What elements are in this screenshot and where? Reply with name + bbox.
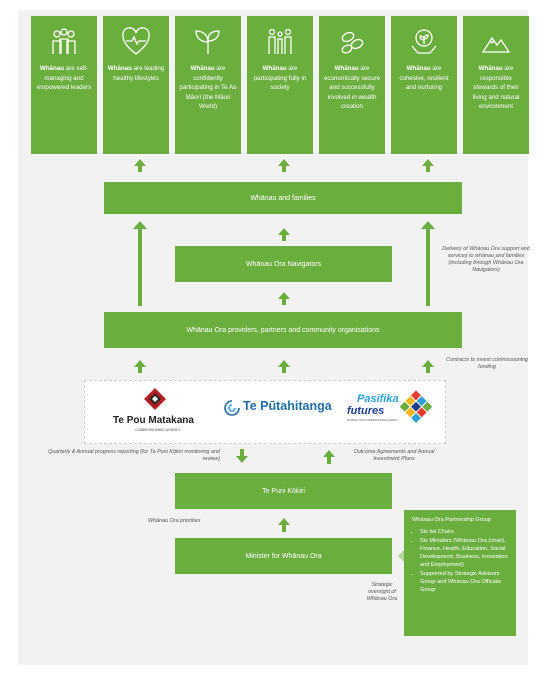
partnership-group-list: Six Iwi Chairs Six Ministers (Whānau Ora… <box>412 528 508 594</box>
te-putahitanga-name: Te Pūtahitanga <box>243 399 332 413</box>
arrow-long-right <box>421 221 435 306</box>
outcome-box-5: Whānau are economically secure and succe… <box>319 16 385 154</box>
te-pou-matakana-logo-icon <box>144 388 166 410</box>
outcome-box-3: Whānau are confidently participating in … <box>175 16 241 154</box>
arrow-up-agreements <box>323 450 335 464</box>
te-pou-matakana-tagline: COMMISSIONING AGENCY <box>135 428 181 432</box>
people-icon <box>52 28 76 54</box>
families-box: Whānau and families <box>104 182 462 214</box>
note-oversight: Strategic oversight of Whānau Ora <box>366 582 398 602</box>
pasifika-futures-pattern-icon <box>399 390 433 423</box>
mountains-icon <box>481 36 511 53</box>
outcome-box-2: Whānau are leading healthy lifestyles <box>103 16 169 154</box>
te-pou-matakana-name: Te Pou Matakana <box>113 415 194 426</box>
note-priorities: Whānau Ora priorities <box>148 518 201 524</box>
arrow-long-left <box>133 221 147 306</box>
partnership-group-box: Whānau Ora Partnership Group Six Iwi Cha… <box>404 510 516 636</box>
arrow-up-nav-top <box>278 228 290 241</box>
navigators-box: Whānau Ora Navigators <box>175 246 392 282</box>
minister-box: Minister for Whānau Ora <box>175 538 392 574</box>
tpk-box: Te Puni Kōkiri <box>175 473 392 509</box>
arrow-up-2 <box>278 159 290 172</box>
note-delivery: Delivery of Whānau Ora support and servi… <box>442 246 530 273</box>
arrow-up-prov-2 <box>278 360 290 373</box>
partnership-item: Supported by Strategic Advisors Group an… <box>420 570 508 594</box>
outcome-box-7: Whānau are responsible stewards of their… <box>463 16 529 154</box>
arrow-up-nav-bottom <box>278 292 290 305</box>
te-putahitanga-logo-icon <box>224 400 240 416</box>
family-icon <box>268 28 292 54</box>
heart-pulse-icon <box>122 27 150 55</box>
arrow-down-reporting <box>236 449 248 463</box>
note-contracts: Contracts to invest commissioning fundin… <box>446 357 528 370</box>
partnership-item: Six Ministers (Whānau Ora (chair), Finan… <box>420 537 508 569</box>
hands-plant-icon <box>411 29 437 54</box>
partnership-item: Six Iwi Chairs <box>420 528 508 536</box>
arrow-up-priorities <box>278 518 290 532</box>
seedling-icon <box>195 30 220 54</box>
note-agreements: Outcome Agreements and Annual Investment… <box>353 449 435 462</box>
arrow-up-prov-3 <box>422 360 434 373</box>
arrow-up-3 <box>422 159 434 172</box>
providers-box: Whānau Ora providers, partners and commu… <box>104 312 462 348</box>
arrow-up-prov-1 <box>134 360 146 373</box>
pasifika-futures-tagline: WHĀNAU ORA COMMISSIONING AGENCY <box>347 419 399 422</box>
partnership-group-title: Whānau Ora Partnership Group <box>412 517 491 523</box>
pasifika-word: Pasifika <box>357 393 399 405</box>
outcome-box-6: Whānau are cohesive, resilient and nurtu… <box>391 16 457 154</box>
outcome-box-1: Whānau are self-managing and empowered l… <box>31 16 97 154</box>
note-reporting: Quarterly & Annual progress reporting (f… <box>48 449 220 462</box>
commissioning-agencies-logos: Te Pou Matakana COMMISSIONING AGENCY Te … <box>84 380 446 444</box>
futures-word: futures <box>347 405 385 417</box>
coins-icon <box>341 31 364 54</box>
arrow-up-1 <box>134 159 146 172</box>
outcome-box-4: Whānau are participating fully in societ… <box>247 16 313 154</box>
